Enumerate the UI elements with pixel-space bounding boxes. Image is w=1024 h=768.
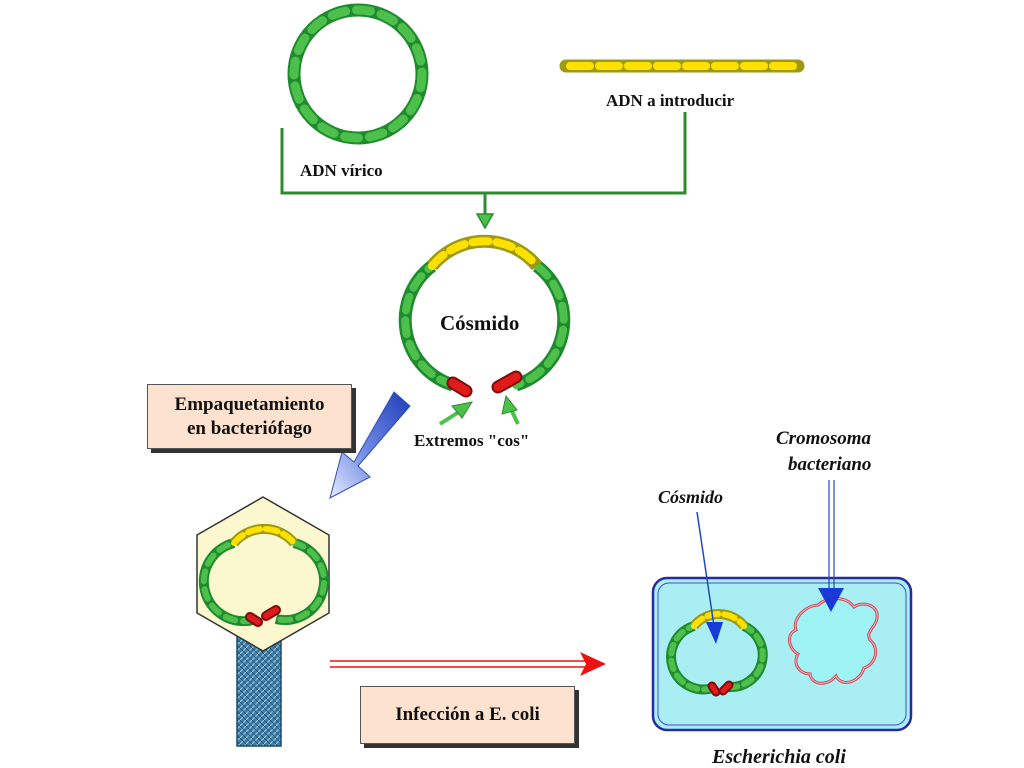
infection-arrow — [330, 652, 606, 676]
phage-cosmid — [198, 523, 330, 627]
cosmid-ring — [398, 234, 571, 392]
cell-cosmid-label: Cósmido — [658, 487, 723, 507]
chromosome-label-line1: Cromosoma — [776, 428, 872, 449]
infection-label: Infección a E. coli — [395, 704, 540, 725]
cosmid-pointer-arrow — [696, 511, 723, 644]
infection-label-box: Infección a E. coli — [360, 686, 575, 744]
phage-head — [196, 496, 330, 652]
chromosome-inner-outline — [789, 598, 878, 684]
cell-cosmid — [666, 609, 768, 697]
insert-dna-label: ADN a introducir — [606, 91, 735, 110]
cos-arrow-left — [438, 401, 474, 426]
chromosome-pointer-arrow — [818, 480, 844, 612]
bacteriophage — [196, 496, 330, 747]
cos-end-left — [446, 376, 473, 398]
organism-label: Escherichia coli — [711, 746, 846, 768]
chromosome-label-line2: bacteriano — [788, 454, 871, 475]
merge-arrow-head — [475, 213, 495, 230]
cos-arrow-right — [501, 394, 520, 425]
packaging-label-line2: en bacteriófago — [186, 417, 313, 439]
packaging-label-line1: Empaquetamiento — [174, 393, 325, 415]
viral-dna-label: ADN vírico — [300, 161, 383, 180]
cos-end-right — [491, 370, 523, 394]
packaging-arrow — [329, 391, 411, 499]
packaging-label-box: Empaquetamiento en bacteriófago — [147, 384, 352, 449]
viral-dna-ring — [287, 3, 429, 145]
cos-ends-label: Extremos "cos" — [414, 431, 529, 450]
cosmid-label: Cósmido — [440, 311, 519, 335]
